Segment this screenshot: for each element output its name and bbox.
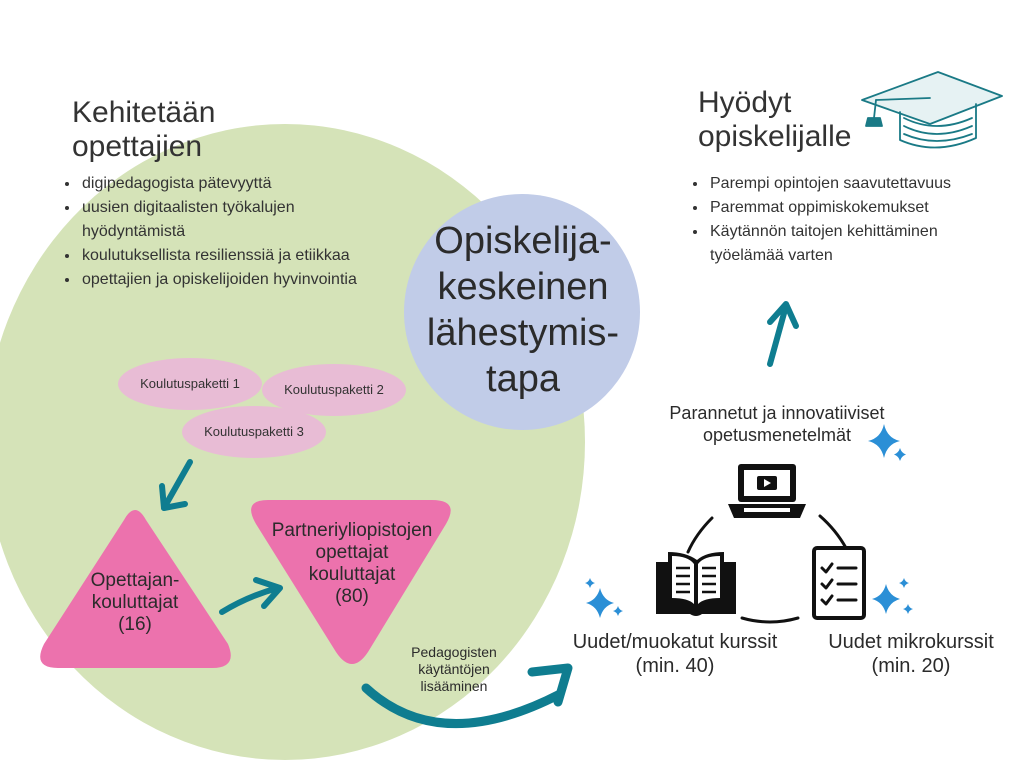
courses-line1: Uudet/muokatut kurssit — [572, 631, 778, 653]
center-title: Opiskelija- keskeinen lähestymis- tapa — [418, 218, 628, 402]
laptop-icon — [728, 464, 806, 518]
cycle-arcs — [686, 514, 848, 624]
book-icon — [656, 552, 736, 616]
teachers-heading-line1: Kehitetään — [72, 96, 216, 129]
list-item: digipedagogista pätevyyttä — [80, 172, 360, 196]
package-3-label: Koulutuspaketti 3 — [204, 424, 304, 439]
center-title-line2: keskeinen — [437, 266, 609, 308]
sparkle-icon — [585, 424, 913, 618]
package-1-shape — [118, 358, 262, 410]
teachers-heading: Kehitetään opettajien — [72, 96, 215, 164]
methods-label: Parannetut ja innovatiiviset opetusmenet… — [632, 402, 922, 446]
teachers-heading-line2: opettajien — [72, 130, 203, 163]
list-item: opettajien ja opiskelijoiden hyvinvointi… — [80, 268, 360, 292]
trainers-line1: Opettajan- — [90, 570, 180, 591]
students-list: Parempi opintojen saavutettavuus Paremma… — [690, 172, 1008, 268]
student-centered-circle — [404, 194, 640, 430]
package-2-label: Koulutuspaketti 2 — [284, 382, 384, 397]
practices-line3: lisääminen — [420, 678, 488, 694]
graduation-cap-icon — [861, 71, 1003, 149]
students-heading: Hyödyt opiskelijalle — [698, 86, 851, 154]
list-item: uusien digitaalisten työkalujen hyödyntä… — [80, 196, 360, 244]
trainers-line3: (16) — [118, 614, 152, 635]
package-2-shape — [262, 364, 406, 416]
arrow-packages-to-trainers — [159, 459, 193, 511]
partners-triangle — [251, 500, 451, 664]
micro-line1: Uudet mikrokurssit — [828, 631, 994, 653]
partners-line1: Partneriyliopistojen — [271, 520, 433, 541]
partners-label: Partneriyliopistojen opettajat kouluttaj… — [252, 520, 452, 608]
trainers-line2: kouluttajat — [91, 592, 179, 613]
students-heading-line1: Hyödyt — [698, 86, 792, 119]
package-3-shape — [182, 406, 326, 458]
list-item: Käytännön taitojen kehittäminen työelämä… — [708, 220, 1008, 268]
list-item: Parempi opintojen saavutettavuus — [708, 172, 1008, 196]
methods-line2: opetusmenetelmät — [702, 425, 852, 445]
list-item: koulutuksellista resilienssiä ja etiikka… — [80, 244, 360, 268]
micro-line2: (min. 20) — [871, 655, 951, 677]
partners-line2: opettajat — [315, 542, 389, 563]
arrow-trainers-to-partners — [219, 577, 283, 615]
courses-line2: (min. 40) — [635, 655, 715, 677]
practices-label: Pedagogisten käytäntöjen lisääminen — [392, 644, 516, 695]
practices-line1: Pedagogisten — [411, 644, 497, 660]
partners-line3: kouluttajat — [308, 564, 396, 585]
teachers-list: digipedagogista pätevyyttä uusien digita… — [62, 172, 360, 292]
students-heading-line2: opiskelijalle — [698, 120, 852, 153]
practices-line2: käytäntöjen — [418, 661, 490, 677]
partners-line4: (80) — [335, 586, 369, 607]
center-title-line1: Opiskelija- — [434, 220, 612, 262]
arrow-to-benefits — [767, 301, 799, 367]
courses-label: Uudet/muokatut kurssit (min. 40) — [556, 630, 794, 678]
center-title-line3: lähestymis- — [426, 312, 620, 354]
center-title-line4: tapa — [486, 358, 560, 400]
checklist-icon — [812, 546, 866, 620]
trainers-label: Opettajan- kouluttajat (16) — [60, 570, 210, 636]
trainers-triangle — [40, 510, 231, 668]
micro-label: Uudet mikrokurssit (min. 20) — [816, 630, 1006, 678]
list-item: Paremmat oppimiskokemukset — [708, 196, 1008, 220]
package-1-label: Koulutuspaketti 1 — [140, 376, 240, 391]
methods-line1: Parannetut ja innovatiiviset — [669, 403, 885, 423]
arrow-practices-to-courses — [361, 663, 573, 729]
